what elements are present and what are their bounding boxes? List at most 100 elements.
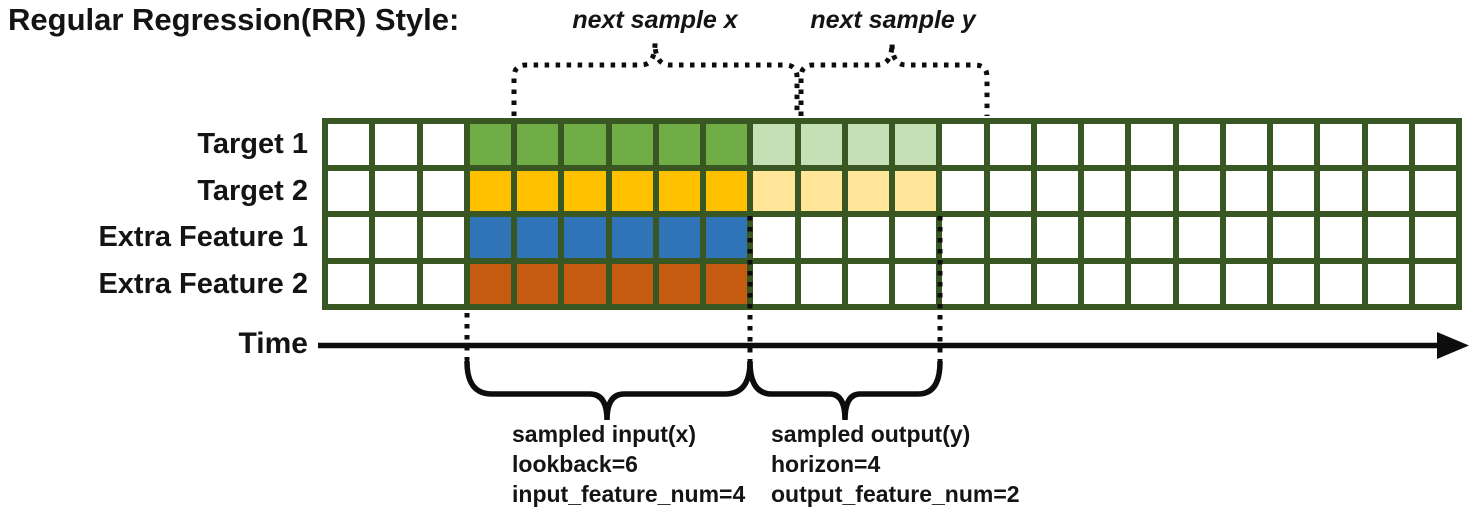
grid-cell [1178,170,1220,211]
grid-cell [989,217,1031,258]
grid-cell [753,170,795,211]
sampled-output-annotation: sampled output(y) horizon=4 output_featu… [771,419,1020,509]
grid-cell [1225,217,1267,258]
grid-cell [895,217,937,258]
grid-cell [800,217,842,258]
grid-cell [1367,217,1409,258]
grid-cell [328,124,370,165]
grid-cell [469,124,511,165]
sampled-output-title: sampled output(y) [771,421,971,447]
grid-cell [469,263,511,304]
grid-cell [989,124,1031,165]
grid-cell [611,263,653,304]
grid-cell [1367,170,1409,211]
grid-cell [706,263,748,304]
grid-cell [706,124,748,165]
grid-cell [517,263,559,304]
grid-cell [1367,124,1409,165]
grid-cell [658,217,700,258]
grid-cell [753,263,795,304]
grid-cell [422,124,464,165]
grid-cell [895,263,937,304]
grid-cell [517,170,559,211]
row-label-extra-feature-2: Extra Feature 2 [98,268,308,300]
grid-cell [1320,124,1362,165]
next-sample-x-brace [511,42,800,116]
grid-cell [422,170,464,211]
grid-cell [942,124,984,165]
grid-cell [942,217,984,258]
grid-cell [564,263,606,304]
next-sample-y-brace [798,42,990,116]
grid-cell [422,263,464,304]
row-label-target-1: Target 1 [197,128,308,160]
grid-cell [1414,263,1456,304]
grid-cell [942,263,984,304]
grid-cell [564,170,606,211]
grid-cell [1414,170,1456,211]
grid-cell [1367,263,1409,304]
grid-cell [1273,217,1315,258]
grid-cell [847,170,889,211]
grid-cell [375,170,417,211]
sampled-output-brace [747,359,943,421]
grid-cell [847,217,889,258]
grid-cell [1084,263,1126,304]
grid-cell [1036,124,1078,165]
time-axis-arrow-head [1437,332,1469,359]
grid-cell [1178,124,1220,165]
grid-cell [753,124,795,165]
grid-cell [1131,170,1173,211]
grid-cell [800,124,842,165]
grid-cell [1036,217,1078,258]
grid-cell [895,124,937,165]
grid-cell [328,263,370,304]
grid-cell [564,124,606,165]
next-sample-x-label: next sample x [572,6,738,34]
grid-cell [847,124,889,165]
grid-cell [989,263,1031,304]
timeline-grid [322,118,1462,310]
grid-cell [1273,263,1315,304]
grid-cell [895,170,937,211]
grid-cell [1036,170,1078,211]
grid-cell [847,263,889,304]
sampled-input-brace [464,359,753,421]
grid-cell [1273,124,1315,165]
grid-cell [1225,124,1267,165]
grid-cell [658,263,700,304]
grid-cell [564,217,606,258]
row-label-target-2: Target 2 [197,175,308,207]
grid-cell [1178,217,1220,258]
grid-cell [469,217,511,258]
grid-cell [706,217,748,258]
grid-cell [611,217,653,258]
time-axis-label: Time [238,327,308,360]
grid-cell [1131,217,1173,258]
grid-cell [1320,263,1362,304]
grid-cell [328,217,370,258]
grid-cell [1084,124,1126,165]
grid-cell [1414,124,1456,165]
diagram-title: Regular Regression(RR) Style: [8,2,460,37]
next-sample-y-label: next sample y [810,6,976,34]
grid-cell [375,217,417,258]
grid-cell [1320,217,1362,258]
grid-cell [989,170,1031,211]
grid-cell [517,124,559,165]
grid-cell [328,170,370,211]
grid-cell [1225,170,1267,211]
grid-cell [375,263,417,304]
output-feature-num: output_feature_num=2 [771,481,1020,507]
grid-cell [1084,170,1126,211]
grid-cell [1131,263,1173,304]
grid-cell [753,217,795,258]
grid-cell [1273,170,1315,211]
horizon-value: horizon=4 [771,451,881,477]
grid-cell [706,170,748,211]
grid-cell [469,170,511,211]
row-label-extra-feature-1: Extra Feature 1 [98,221,308,253]
grid-cell [1036,263,1078,304]
